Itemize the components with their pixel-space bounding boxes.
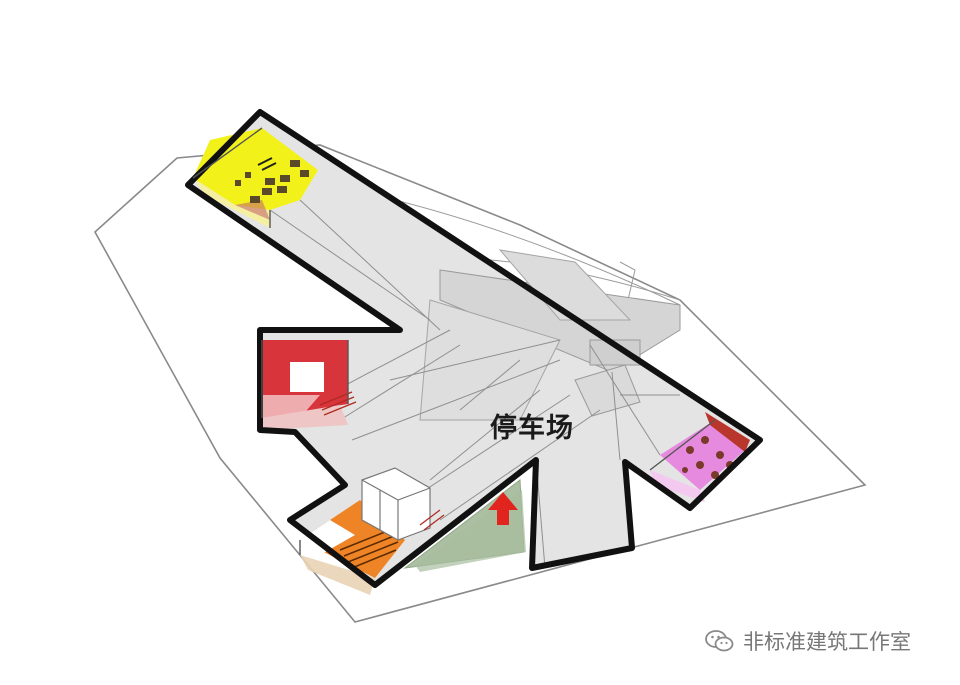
pink-room bbox=[650, 412, 750, 502]
up-arrow-icon bbox=[488, 492, 518, 525]
watermark: 非标准建筑工作室 bbox=[705, 625, 911, 657]
wechat-logo-icon bbox=[705, 630, 734, 652]
watermark-text: 非标准建筑工作室 bbox=[743, 630, 911, 654]
building-outline bbox=[185, 109, 763, 588]
parking-label: 停车场 bbox=[490, 413, 574, 444]
red-room bbox=[262, 340, 348, 430]
white-blocks bbox=[361, 467, 431, 541]
inner-walls bbox=[192, 127, 716, 555]
